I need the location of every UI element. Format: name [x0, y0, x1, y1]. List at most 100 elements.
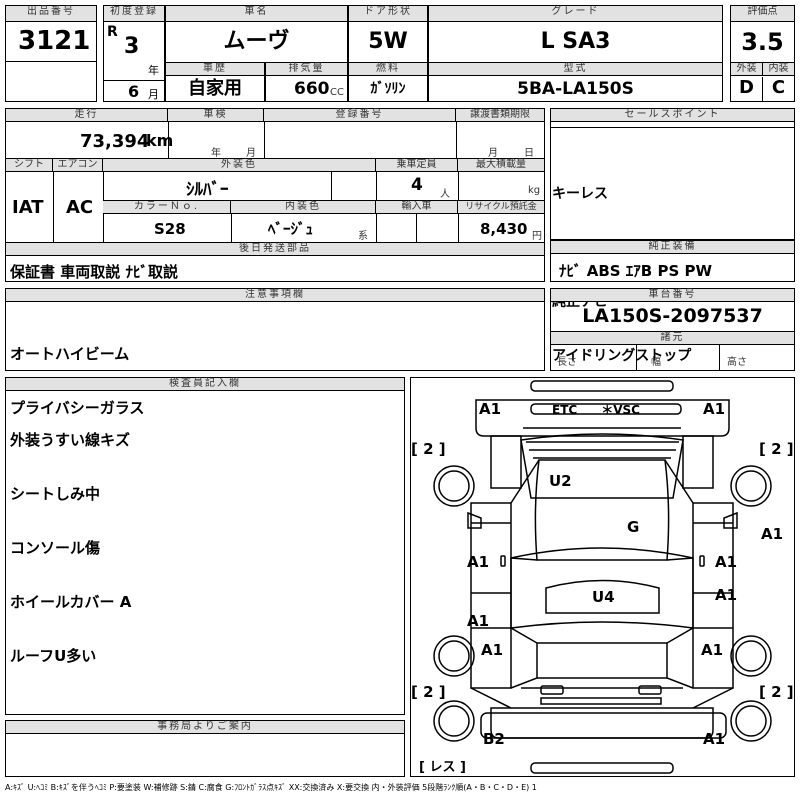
mark-glass: G: [627, 518, 640, 536]
month: 6: [128, 82, 140, 101]
notes-box: 注意事項欄 オートハイビーム プライバシーガラス: [5, 288, 545, 417]
model-label: 型式: [429, 63, 722, 76]
km-unit: km: [146, 131, 174, 150]
mid-block: 走行 車検 登録番号 譲渡書類期限 73,394 km 年 月 月 日 シフト …: [5, 108, 545, 282]
mark-wheel-rr: [ 2 ]: [759, 683, 794, 701]
inspector-item: コンソール傷: [10, 539, 101, 557]
inspector-label: 検査員記入欄: [6, 378, 404, 391]
transfer-month-unit: 月: [488, 148, 498, 159]
mark-roof-front: U2: [549, 472, 572, 490]
interior-label: 内装色: [231, 201, 376, 214]
load-label: 最大積載量: [458, 159, 544, 172]
mileage-value: 73,394: [80, 131, 150, 152]
mark-rear-left: A1: [703, 730, 726, 748]
grade-box: グレード L SA3: [428, 5, 723, 63]
legend: A:ｷｽﾞ U:ﾍｺﾐ B:ｷｽﾞを伴うﾍｺﾐ P:要塗装 W:補修跡 S:錆 …: [5, 783, 537, 792]
dims-length: 長さ: [557, 357, 577, 368]
inspector-box: 検査員記入欄 外装うすい線キズ シートしみ中 コンソール傷 ホイールカバー A …: [5, 377, 405, 715]
model-box: 型式 5BA-LA150S: [428, 62, 723, 102]
lot-box: 出品番号 3121: [5, 5, 97, 102]
mark-right-quarter: A1: [701, 641, 724, 659]
transfer-label: 譲渡書類期限: [456, 109, 544, 122]
recycle-value: 8,430: [480, 220, 528, 238]
yen-unit: 円: [532, 231, 542, 242]
car-diagram: A1 A1 [ 2 ] [ 2 ] U2 A1 G A1 A1 A1 A1 U4…: [410, 377, 795, 777]
month-unit: 月: [148, 88, 159, 101]
inspector-item: シートしみ中: [10, 485, 101, 503]
mark-right-door-rear: A1: [715, 586, 738, 604]
chassis-label: 車台番号: [551, 289, 794, 302]
inspector-item: 外装うすい線キズ: [10, 431, 131, 449]
int-label: 内装: [763, 63, 794, 76]
genuine-box: 純正装備 ﾅﾋﾞ ABS ｴｱB PS PW: [550, 240, 795, 282]
sales-box: セールスポイント キーレス スマートアシストIII 純正ナビ アイドリングストッ…: [550, 108, 795, 417]
ext-score: D: [731, 77, 763, 101]
insp-month-unit: 月: [246, 148, 256, 159]
fuel-value: ｶﾞｿﾘﾝ: [370, 81, 406, 97]
displacement-value: 660: [294, 79, 330, 99]
reg-label: 登録番号: [264, 109, 456, 122]
mark-roof-rear: U4: [592, 588, 615, 606]
chassis-box: 車台番号 LA150S-2097537 諸元 長さ 幅 高さ: [550, 288, 795, 371]
inspection-label: 車検: [168, 109, 264, 122]
door-label: ドア形状: [349, 6, 427, 22]
mark-front-right: A1: [703, 400, 726, 418]
inspector-item: ホイールカバー A: [10, 593, 132, 611]
after-value: 保証書 車両取説 ﾅﾋﾞ取説: [10, 263, 178, 281]
history-label: 車歴: [166, 63, 264, 76]
notes-label: 注意事項欄: [6, 289, 544, 302]
sales-item: アイドリングストップ: [552, 348, 692, 364]
door-value: 5W: [368, 29, 408, 54]
mark-left-door-rear: A1: [467, 612, 490, 630]
name-label: 車名: [166, 6, 347, 22]
inspector-item: ルーフU多い: [10, 647, 97, 665]
car-outline: [433, 380, 772, 774]
fuel-label: 燃料: [349, 63, 427, 76]
shift-value: IAT: [12, 197, 44, 218]
capacity-label: 乗車定員: [376, 159, 458, 172]
mark-front-left: A1: [479, 400, 502, 418]
mark-rear-bumper: B2: [483, 730, 505, 748]
era: R: [107, 24, 118, 40]
ac-value: AC: [66, 197, 94, 218]
door-box: ドア形状 5W: [348, 5, 428, 63]
color-value: ｼﾙﾊﾞｰ: [186, 180, 229, 200]
colorno-label: カラーＮｏ.: [103, 201, 231, 214]
ac-label: エアコン: [53, 159, 103, 172]
score-box: 評価点 3.5 外装 内装 D C: [730, 5, 795, 102]
grade-value: L SA3: [540, 29, 611, 54]
score-label: 評価点: [731, 6, 794, 22]
mark-left-quarter: A1: [481, 641, 504, 659]
import-label: 輸入車: [376, 201, 458, 214]
sales-label: セールスポイント: [551, 109, 794, 122]
model-value: 5BA-LA150S: [517, 79, 634, 99]
office-label: 事務局よりご案内: [6, 721, 404, 734]
recycle-label: リサイクル預託金: [458, 201, 544, 214]
color-label: 外装色: [103, 159, 376, 172]
mileage-label: 走行: [6, 109, 168, 122]
mark-wheel-fr: [ 2 ]: [759, 440, 794, 458]
year: 3: [124, 34, 140, 59]
int-score: C: [771, 77, 786, 98]
mark-right-door-front: A1: [715, 553, 738, 571]
lot-number: 3121: [18, 26, 91, 56]
dims-width: 幅: [651, 357, 661, 368]
ext-label: 外装: [731, 63, 763, 76]
kg-unit: kg: [528, 185, 541, 196]
dims-label: 諸元: [551, 331, 794, 345]
score-value: 3.5: [741, 28, 784, 56]
mark-wheel-rl: [ 2 ]: [411, 683, 446, 701]
mark-right-fender: A1: [761, 525, 784, 543]
person-unit: 人: [440, 189, 450, 200]
insp-year-unit: 年: [211, 148, 221, 159]
history-value: 自家用: [188, 78, 242, 99]
kei-unit: 系: [358, 231, 368, 242]
grade-label: グレード: [429, 6, 722, 22]
sales-item: キーレス: [552, 186, 608, 202]
genuine-value: ﾅﾋﾞ ABS ｴｱB PS PW: [559, 262, 713, 280]
dims-height: 高さ: [727, 357, 747, 368]
genuine-label: 純正装備: [551, 241, 794, 254]
name-box: 車名 ムーヴ: [165, 5, 348, 63]
mark-left-door-front: A1: [467, 553, 490, 571]
cc-unit: CC: [330, 87, 344, 98]
